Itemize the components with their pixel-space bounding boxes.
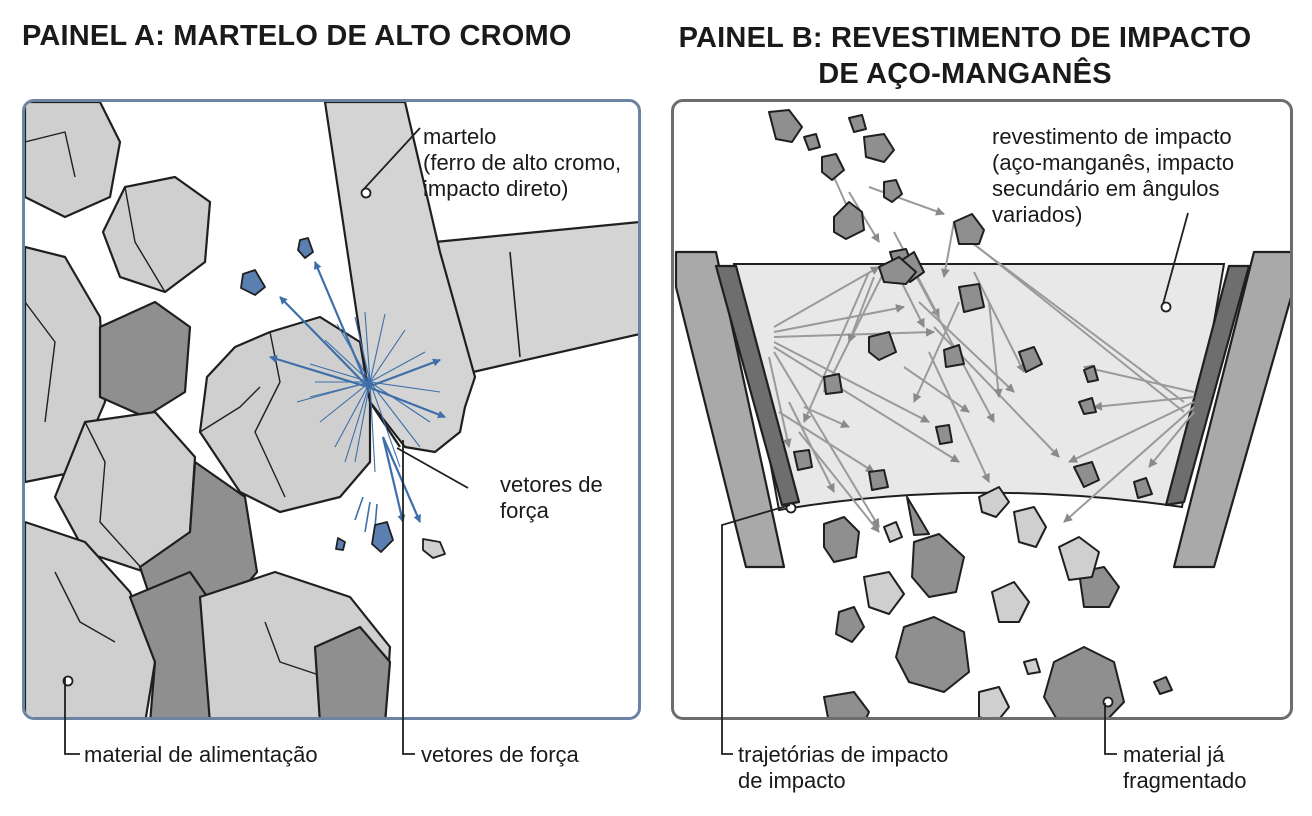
liner-wall-right-outer xyxy=(1172,250,1290,569)
fragment xyxy=(958,283,985,313)
fragment-light xyxy=(991,581,1030,623)
fragment xyxy=(823,516,860,563)
panel-b-manganese-impact-liner: revestimento de impacto (aço-manganês, i… xyxy=(671,99,1293,720)
feed-rock xyxy=(101,175,212,294)
fragment xyxy=(895,616,970,693)
fragment xyxy=(1043,646,1125,717)
flying-fragment xyxy=(240,269,266,296)
panel-b-title-line2: DE AÇO-MANGANÊS xyxy=(818,58,1112,90)
panel-a-high-chrome-hammer: martelo (ferro de alto cromo, impacto di… xyxy=(22,99,641,720)
fragment xyxy=(1078,397,1097,415)
fragment xyxy=(878,256,917,285)
fragment xyxy=(935,424,953,445)
fragment xyxy=(848,114,867,133)
panel-a-title: PAINEL A: MARTELO DE ALTO CROMO xyxy=(22,20,572,52)
fragment-light xyxy=(1023,658,1041,675)
impacted-rock xyxy=(198,315,372,514)
feed-material-label: material de alimentação xyxy=(84,742,318,767)
fragment-light xyxy=(863,571,905,615)
fragment xyxy=(863,133,895,163)
fragment xyxy=(835,606,865,643)
fragmented-material-label: material já fragmentado xyxy=(1123,742,1247,793)
trajectories-label: trajetórias de impacto de impacto xyxy=(738,742,949,793)
trajectory-anchor-dot xyxy=(785,502,797,514)
fragment-light xyxy=(1058,536,1100,581)
fragment xyxy=(833,201,865,240)
panel-b-title: PAINEL B: REVESTIMENTO DE IMPACTO DE AÇO-… xyxy=(660,20,1270,92)
force-vectors-bottom-label: vetores de força xyxy=(421,742,579,767)
fragment-light xyxy=(883,521,903,543)
panel-a-illustration xyxy=(25,102,638,717)
force-burst-lines xyxy=(296,311,441,473)
feed-rock xyxy=(98,300,192,419)
fragment xyxy=(1018,346,1043,373)
fragment xyxy=(953,213,985,245)
fragment xyxy=(906,496,930,536)
fragment-light xyxy=(978,686,1010,717)
fragment xyxy=(868,469,889,491)
fragment xyxy=(1153,676,1173,695)
impact-trajectory-arrows xyxy=(768,176,1195,533)
fragment xyxy=(768,109,803,143)
fragment xyxy=(1133,477,1153,499)
flying-fragment xyxy=(422,538,446,559)
feed-anchor-dot xyxy=(62,675,74,687)
feed-rock xyxy=(313,625,392,717)
fragment xyxy=(803,133,821,151)
flying-fragment xyxy=(297,237,314,259)
hammer-anchor-dot xyxy=(360,187,372,199)
flying-fragment xyxy=(335,537,346,551)
liner-anchor-dot xyxy=(1160,301,1172,313)
fragment xyxy=(868,331,897,361)
panel-b-title-line1: PAINEL B: REVESTIMENTO DE IMPACTO xyxy=(678,22,1252,54)
fragment xyxy=(823,691,870,717)
fragment xyxy=(943,344,965,368)
panel-b-illustration xyxy=(674,109,1290,717)
liner-label: revestimento de impacto (aço-manganês, i… xyxy=(992,124,1235,227)
fragment xyxy=(823,373,843,395)
fragment xyxy=(793,449,813,471)
fragment-light xyxy=(1013,506,1047,548)
fragment-light xyxy=(978,486,1010,518)
liner-plate-left xyxy=(714,264,801,507)
fragment xyxy=(1073,461,1100,488)
hammer-label: martelo (ferro de alto cromo, impacto di… xyxy=(423,124,622,201)
fragment xyxy=(883,179,903,203)
feed-rock xyxy=(25,102,122,219)
fragment xyxy=(911,533,965,598)
force-vectors-inner-label: vetores de força xyxy=(500,472,603,523)
fragment xyxy=(1083,365,1099,383)
liner-plate-right xyxy=(1164,264,1251,507)
fragmented-anchor-dot xyxy=(1102,696,1114,708)
flying-fragment xyxy=(371,521,394,553)
fragment xyxy=(821,153,845,181)
